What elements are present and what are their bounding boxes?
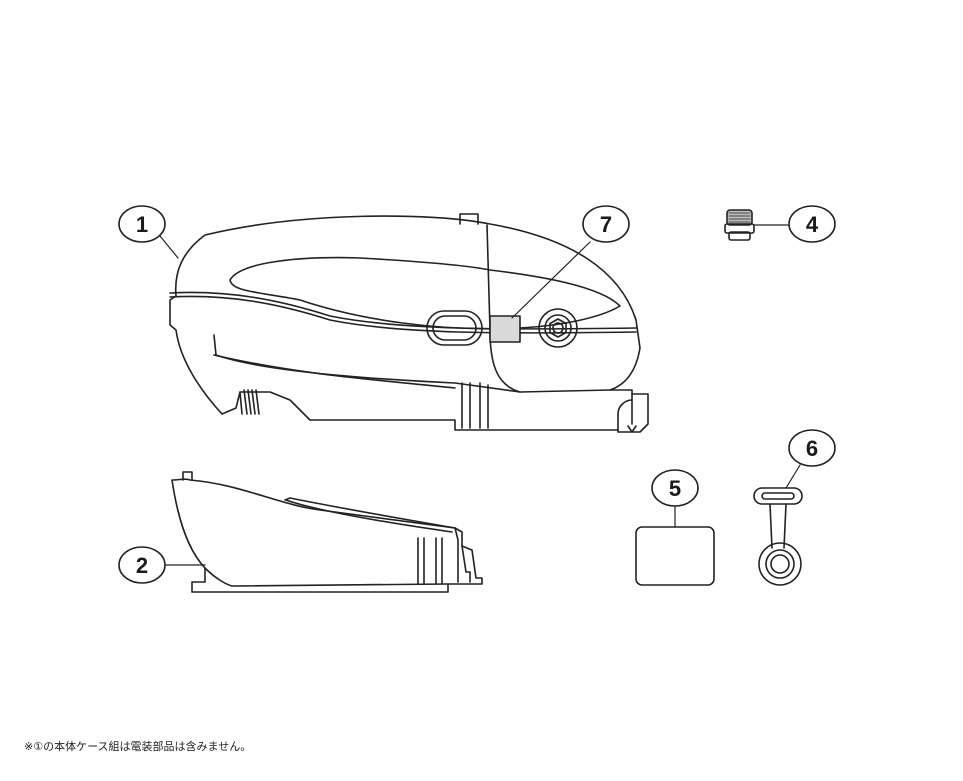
callout-1: 1 <box>118 205 166 243</box>
callout-4: 4 <box>788 205 836 243</box>
footnote: ※①の本体ケース組は電装部品は含みません。 <box>24 740 252 753</box>
callout-5: 5 <box>651 469 699 507</box>
callout-6: 6 <box>788 429 836 467</box>
part-5-plate <box>635 526 715 586</box>
part-4-cap <box>724 209 755 241</box>
callout-7: 7 <box>582 205 630 243</box>
callout-5-label: 5 <box>669 476 681 501</box>
part-6-plug <box>753 487 803 586</box>
part-1-body-case <box>169 213 649 433</box>
callout-2: 2 <box>118 546 166 584</box>
part-2-bottom-case <box>171 471 483 593</box>
callout-7-label: 7 <box>600 212 612 237</box>
callout-1-label: 1 <box>136 212 148 237</box>
callout-4-label: 4 <box>806 212 819 237</box>
callout-2-label: 2 <box>136 553 148 578</box>
leader-lines <box>159 224 801 566</box>
callout-6-label: 6 <box>806 436 818 461</box>
